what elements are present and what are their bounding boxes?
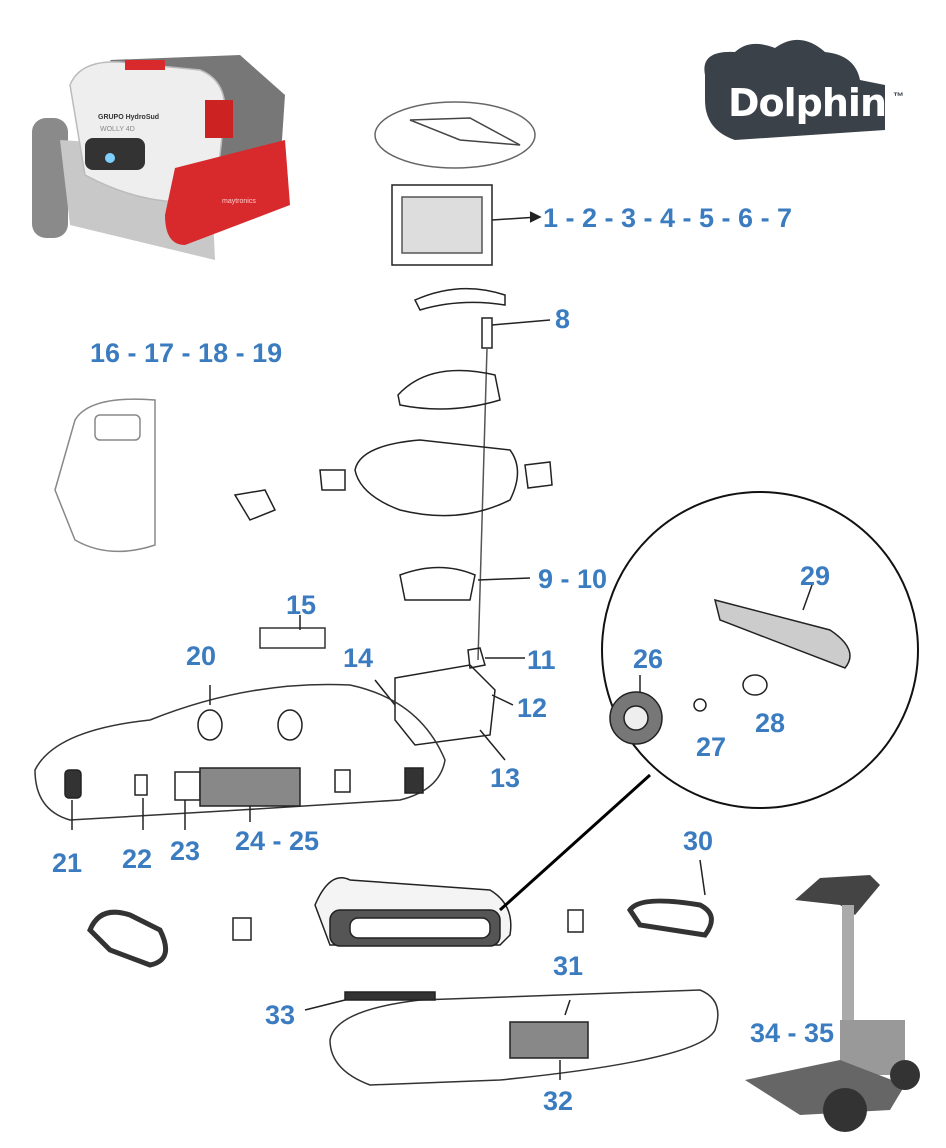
part-label-impeller[interactable]: 9 - 10 xyxy=(538,564,608,594)
part-label-gear-bushing[interactable]: 28 xyxy=(755,708,786,738)
part-label-axle[interactable]: 22 xyxy=(122,844,153,874)
part-label-bushing[interactable]: 20 xyxy=(186,641,217,671)
part-label-gear[interactable]: 26 xyxy=(633,644,664,674)
robot-model-text: WOLLY 4D xyxy=(100,126,135,133)
part-label-swivel[interactable]: 8 xyxy=(555,304,571,334)
part-label-motor-screw[interactable]: 14 xyxy=(343,643,374,673)
dolphin-logo xyxy=(704,39,885,140)
part-label-cover[interactable]: 16 - 17 - 18 - 19 xyxy=(90,338,283,368)
part-label-motor[interactable]: 12 xyxy=(517,693,548,723)
robot-photo xyxy=(32,55,290,260)
part-label-brush-kit[interactable]: 31 xyxy=(553,951,584,981)
part-label-wheel[interactable]: 21 xyxy=(52,848,83,878)
part-label-bottom-plate[interactable]: 33 xyxy=(265,1000,296,1030)
part-label-drive-arm[interactable]: 29 xyxy=(800,561,831,591)
caddy-photo xyxy=(745,875,920,1132)
part-label-rear-brush[interactable]: 32 xyxy=(543,1086,574,1116)
part-label-track[interactable]: 30 xyxy=(683,826,714,856)
dolphin-logo-text: Dolphin xyxy=(728,81,887,125)
part-label-brush[interactable]: 24 - 25 xyxy=(235,826,320,856)
trademark-mark: ™ xyxy=(893,91,904,103)
robot-front-brand-text: GRUPO HydroSud xyxy=(98,114,160,121)
part-label-filter[interactable]: 1 - 2 - 3 - 4 - 5 - 6 - 7 xyxy=(543,203,793,233)
part-label-motor-base[interactable]: 13 xyxy=(490,763,521,793)
robot-side-text: maytronics xyxy=(222,198,256,205)
part-label-flap[interactable]: 15 xyxy=(286,590,317,620)
part-label-sleeve[interactable]: 23 xyxy=(170,836,201,866)
part-label-caddy[interactable]: 34 - 35 xyxy=(750,1018,835,1048)
part-label-gear-washer[interactable]: 27 xyxy=(696,732,727,762)
part-label-cable-clip[interactable]: 11 xyxy=(527,645,556,675)
